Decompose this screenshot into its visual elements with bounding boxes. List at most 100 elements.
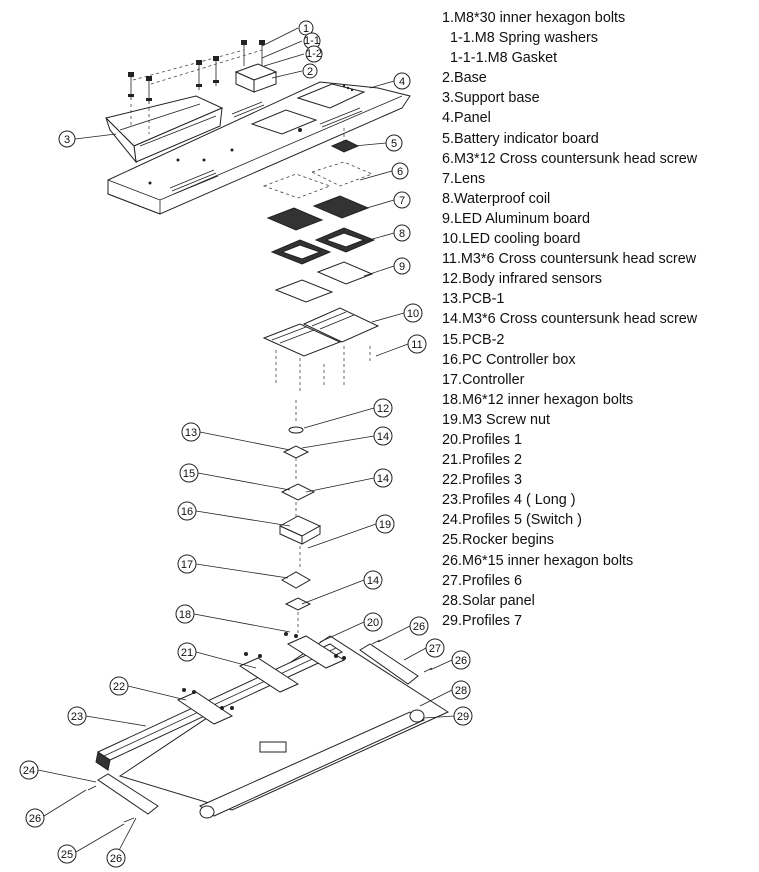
lens-parts xyxy=(266,195,370,231)
parts-list-item: 10.LED cooling board xyxy=(442,231,581,248)
led-aluminum-board-parts xyxy=(274,261,374,303)
parts-list-item: 22.Profiles 3 xyxy=(442,472,522,489)
callout-24: 24 xyxy=(19,760,39,780)
parts-list-item: 3.Support base xyxy=(442,90,540,107)
parts-list-item: 17.Controller xyxy=(442,371,525,388)
parts-list-item: 23.Profiles 4 ( Long ) xyxy=(442,492,576,509)
parts-list-item: 28.Solar panel xyxy=(442,592,535,609)
waterproof-coil-parts xyxy=(270,227,376,265)
svg-text:7: 7 xyxy=(399,195,405,207)
callout-14a: 14 xyxy=(373,426,393,446)
parts-list-item: 9.LED Aluminum board xyxy=(442,210,590,227)
svg-text:17: 17 xyxy=(181,559,193,571)
m6-bolts-bottom xyxy=(87,632,433,823)
svg-text:10: 10 xyxy=(407,308,419,320)
callout-29: 29 xyxy=(453,706,473,726)
callout-27: 27 xyxy=(425,638,445,658)
svg-text:26: 26 xyxy=(110,853,122,865)
profiles-tube-part xyxy=(198,709,426,819)
parts-list-item: 14.M3*6 Cross countersunk head screw xyxy=(442,311,698,328)
parts-list-item: 12.Body infrared sensors xyxy=(442,271,602,288)
svg-text:5: 5 xyxy=(391,138,397,150)
callout-6: 6 xyxy=(391,162,409,180)
parts-list-item: 5.Battery indicator board xyxy=(442,130,599,147)
svg-text:2: 2 xyxy=(307,66,313,78)
panel-part xyxy=(107,81,411,215)
parts-list-item: 20.Profiles 1 xyxy=(442,431,522,448)
svg-text:9: 9 xyxy=(399,261,405,273)
callout-10: 10 xyxy=(403,303,423,323)
svg-text:28: 28 xyxy=(455,685,467,697)
callout-26d: 26 xyxy=(106,848,126,868)
led-screws-top xyxy=(262,161,374,199)
callout-21: 21 xyxy=(177,642,197,662)
parts-list-item: 15.PCB-2 xyxy=(442,331,505,348)
support-base-part xyxy=(105,95,224,164)
callout-5: 5 xyxy=(385,134,403,152)
leader-lines xyxy=(37,27,455,857)
callout-11: 11 xyxy=(407,334,427,354)
callout-26b: 26 xyxy=(451,650,471,670)
callout-17: 17 xyxy=(177,554,197,574)
parts-list-item: 7.Lens xyxy=(442,170,486,187)
callout-26a: 26 xyxy=(409,616,429,636)
profiles-end-plate-part xyxy=(97,643,419,815)
svg-text:13: 13 xyxy=(185,427,197,439)
svg-text:8: 8 xyxy=(399,228,405,240)
base-bracket-part xyxy=(234,63,278,93)
callout-3: 3 xyxy=(58,130,76,148)
parts-list-item: 8.Waterproof coil xyxy=(442,190,551,207)
parts-list-item: 16.PC Controller box xyxy=(442,351,576,368)
parts-list-item: 1.M8*30 inner hexagon bolts xyxy=(442,10,626,26)
callout-18: 18 xyxy=(175,604,195,624)
parts-list-item: 18.M6*12 inner hexagon bolts xyxy=(442,391,634,408)
svg-text:1-1: 1-1 xyxy=(304,35,320,47)
parts-list-item: 4.Panel xyxy=(442,110,491,127)
svg-text:4: 4 xyxy=(399,76,405,88)
svg-text:6: 6 xyxy=(397,166,403,178)
callout-7: 7 xyxy=(393,191,411,209)
callout-2: 2 xyxy=(302,63,318,79)
parts-list-item: 2.Base xyxy=(442,70,487,87)
parts-list-item: 27.Profiles 6 xyxy=(442,572,522,589)
svg-text:27: 27 xyxy=(429,643,441,655)
callout-15: 15 xyxy=(179,463,199,483)
svg-text:24: 24 xyxy=(23,765,35,777)
parts-list-item: 29.Profiles 7 xyxy=(442,612,522,629)
parts-list-item: 1-1.M8 Spring washers xyxy=(450,30,598,47)
svg-text:26: 26 xyxy=(413,621,425,633)
svg-text:1-2: 1-2 xyxy=(306,48,322,60)
parts-list-item: 13.PCB-1 xyxy=(442,291,505,308)
callout-14b: 14 xyxy=(373,468,393,488)
svg-text:16: 16 xyxy=(181,506,193,518)
controller-stack xyxy=(278,400,322,636)
parts-list-item: 1-1-1.M8 Gasket xyxy=(450,50,558,67)
m8-bolts xyxy=(128,40,265,134)
parts-list-item: 6.M3*12 Cross countersunk head screw xyxy=(442,150,698,167)
callout-1-2: 1-2 xyxy=(305,45,323,63)
svg-text:11: 11 xyxy=(411,339,422,351)
svg-text:29: 29 xyxy=(457,711,469,723)
callout-22: 22 xyxy=(109,676,129,696)
svg-text:3: 3 xyxy=(64,134,70,146)
callout-19: 19 xyxy=(375,514,395,534)
profiles-cross-parts xyxy=(176,635,346,725)
svg-text:18: 18 xyxy=(179,609,191,621)
callout-25: 25 xyxy=(57,844,77,864)
parts-list-item: 25.Rocker begins xyxy=(442,532,554,549)
callout-20: 20 xyxy=(363,612,383,632)
svg-text:20: 20 xyxy=(367,617,379,629)
svg-text:12: 12 xyxy=(377,403,389,415)
callout-26c: 26 xyxy=(25,808,45,828)
parts-list-item: 11.M3*6 Cross countersunk head screw xyxy=(442,251,697,268)
callout-16: 16 xyxy=(177,501,197,521)
svg-text:14: 14 xyxy=(367,575,379,587)
callout-14c: 14 xyxy=(363,570,383,590)
svg-text:25: 25 xyxy=(61,849,73,861)
svg-text:14: 14 xyxy=(377,473,389,485)
callout-8: 8 xyxy=(393,224,411,242)
callout-9: 9 xyxy=(393,257,411,275)
parts-list-item: 19.M3 Screw nut xyxy=(442,411,550,428)
callout-28: 28 xyxy=(451,680,471,700)
